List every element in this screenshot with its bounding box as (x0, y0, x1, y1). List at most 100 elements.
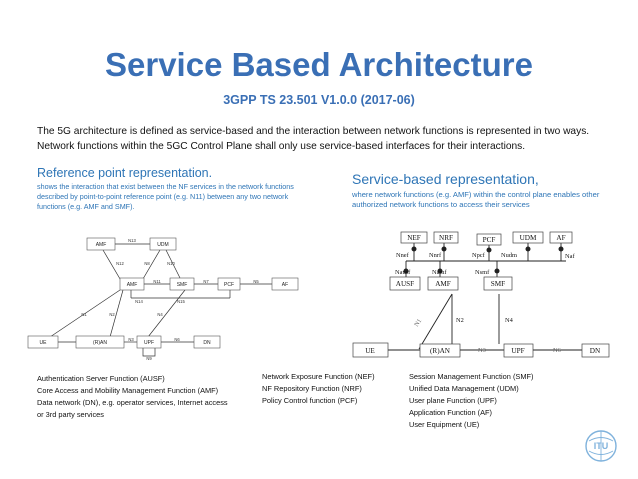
ref-dn-box (193, 335, 221, 349)
service-bus-links (388, 243, 582, 351)
legend-item: Core Access and Mobility Management Func… (37, 386, 219, 395)
nnef-label: Nnef (396, 252, 410, 259)
nudm-label: Nudm (501, 252, 517, 259)
legend-item: Authentication Server Function (AUSF) (37, 374, 165, 383)
ref-n14-label: N14 (135, 299, 143, 304)
legend-item: or 3rd party services (37, 410, 104, 419)
ref-n12-label: N12 (116, 261, 124, 266)
pcf-box (476, 233, 502, 246)
npcf-label: Npcf (472, 252, 486, 259)
af-interface-dot (558, 246, 564, 252)
sb-n1-label: N1 (413, 318, 423, 328)
legend-column-2: Network Exposure Function (NEF) NF Repos… (262, 371, 375, 407)
legend-item: Network Exposure Function (NEF) (262, 372, 375, 381)
ref-pcf-box (217, 277, 241, 291)
ausf-interface-dot (403, 268, 409, 274)
reference-point-heading: Reference point representation. (37, 166, 213, 180)
ue-label: UE (365, 347, 375, 355)
ref-amf-box (119, 277, 145, 291)
namf-label: Namf (432, 269, 447, 276)
legend-item: Session Management Function (SMF) (409, 372, 534, 381)
ref-upf-box (136, 335, 162, 349)
ref-n1-label: N1 (81, 312, 87, 317)
itu-logo-text: ITU (594, 441, 609, 451)
reference-point-nodes (27, 237, 299, 349)
amf-box (427, 276, 459, 291)
naf-label: Naf (565, 253, 575, 260)
ref-af-box (271, 277, 299, 291)
legend-item: Data network (DN), e.g. operator service… (37, 398, 228, 407)
ausf-label: AUSF (396, 280, 414, 288)
dn-label: DN (590, 347, 601, 355)
pcf-interface-dot (486, 247, 492, 253)
itu-logo: ITU (585, 430, 617, 462)
udm-interface-dot (525, 246, 531, 252)
amf-label: AMF (435, 280, 451, 288)
sb-n6-label: N6 (553, 347, 561, 354)
page-title: Service Based Architecture (105, 46, 533, 83)
service-based-description: where network functions (e.g. AMF) withi… (352, 190, 600, 210)
nnrf-label: Nnrf (429, 252, 442, 259)
sb-n3-label: N3 (478, 347, 486, 354)
ref-smf-box (169, 277, 195, 291)
ref-ran-box (75, 335, 125, 349)
ref-n11-label: N11 (153, 279, 161, 284)
legend-item: Unified Data Management (UDM) (409, 384, 519, 393)
dn-box (581, 343, 610, 358)
ref-n2-label: N2 (109, 312, 115, 317)
ref-amf-top-box (86, 237, 116, 251)
legend-column-1: Authentication Server Function (AUSF) Co… (37, 373, 228, 421)
nef-label: NEF (407, 234, 421, 242)
ref-n6-label: N6 (174, 337, 180, 342)
smf-box (483, 276, 513, 291)
ref-dn-label: DN (203, 340, 211, 346)
smf-label: SMF (491, 280, 505, 288)
ref-pcf-label: PCF (224, 282, 234, 288)
ref-n3-label: N3 (128, 337, 134, 342)
ref-amf-label: AMF (127, 282, 138, 288)
ref-n8-label: N8 (144, 261, 150, 266)
smf-interface-dot (494, 268, 500, 274)
ref-ue-label: UE (40, 340, 48, 346)
ref-upf-label: UPF (144, 340, 154, 346)
udm-label: UDM (520, 234, 537, 242)
ref-n15-label: N15 (177, 299, 185, 304)
reference-point-links (49, 243, 272, 357)
amf-interface-dot (437, 268, 443, 274)
pcf-label: PCF (483, 236, 496, 244)
page-subtitle: 3GPP TS 23.501 V1.0.0 (2017-06) (223, 93, 415, 107)
ref-n4-label: N4 (157, 312, 163, 317)
ref-n5-label: N5 (253, 279, 259, 284)
ref-ran-label: (R)AN (93, 340, 107, 346)
nef-interface-dot (411, 246, 417, 252)
nrf-label: NRF (439, 234, 453, 242)
udm-box (512, 231, 544, 244)
nausf-label: Nausf (395, 269, 411, 276)
ref-n9-label: N9 (146, 356, 152, 361)
nrf-box (433, 231, 459, 244)
ref-smf-label: SMF (177, 282, 188, 288)
legend-item: User Equipment (UE) (409, 420, 480, 429)
upf-label: UPF (511, 347, 524, 355)
sb-n4-label: N4 (505, 317, 514, 324)
ausf-box (389, 276, 421, 291)
service-based-heading: Service-based representation, (352, 171, 539, 187)
ref-amf-top-label: AMF (96, 242, 107, 248)
ref-af-label: AF (282, 282, 288, 288)
legend-item: User plane Function (UPF) (409, 396, 497, 405)
ref-n10-label: N10 (167, 261, 175, 266)
ran-label: (R)AN (430, 347, 451, 355)
nsmf-label: Nsmf (475, 269, 490, 276)
legend-item: NF Repository Function (NRF) (262, 384, 362, 393)
ref-udm-label: UDM (157, 242, 168, 248)
af-box (549, 231, 573, 244)
legend-item: Policy Control function (PCF) (262, 396, 358, 405)
intro-paragraph: The 5G architecture is defined as servic… (37, 126, 590, 152)
legend-item: Application Function (AF) (409, 408, 492, 417)
nrf-interface-dot (441, 246, 447, 252)
sb-n2-label: N2 (456, 317, 464, 324)
nef-box (400, 231, 428, 244)
ref-udm-box (149, 237, 177, 251)
